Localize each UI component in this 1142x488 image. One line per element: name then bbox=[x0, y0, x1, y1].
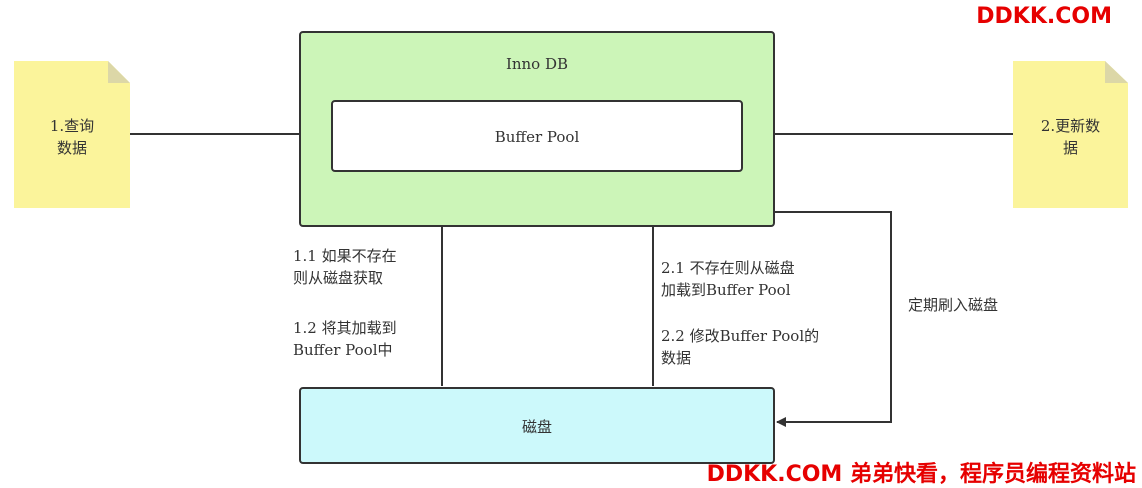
annotation-1-1: 1.1 如果不存在 则从磁盘获取 bbox=[293, 245, 397, 289]
annotation-1-1-line-2: 则从磁盘获取 bbox=[293, 269, 384, 287]
buffer-pool-title: Buffer Pool bbox=[494, 128, 580, 146]
annotation-1-2: 1.2 将其加载到 Buffer Pool中 bbox=[293, 317, 397, 361]
update-note-shape bbox=[1013, 61, 1128, 208]
update-note-line-1: 2.更新数 bbox=[1040, 117, 1101, 135]
innodb-title: Inno DB bbox=[505, 55, 569, 73]
update-note-line-2: 据 bbox=[1062, 139, 1078, 157]
query-note-line-1: 1.查询 bbox=[49, 117, 95, 135]
annotation-flush: 定期刷入磁盘 bbox=[908, 296, 999, 314]
annotation-2-1-line-1: 2.1 不存在则从磁盘 bbox=[661, 259, 795, 277]
annotation-2-1: 2.1 不存在则从磁盘 加载到Buffer Pool bbox=[661, 257, 795, 301]
annotation-2-1-line-2: 加载到Buffer Pool bbox=[661, 281, 791, 299]
watermark-top: DDKK.COM bbox=[976, 4, 1112, 29]
annotation-1-2-line-2: Buffer Pool中 bbox=[293, 341, 393, 359]
query-note-label: 1.查询 数据 bbox=[14, 115, 130, 159]
annotation-2-2: 2.2 修改Buffer Pool的 数据 bbox=[661, 325, 819, 369]
disk-box: 磁盘 bbox=[299, 387, 775, 464]
query-note-shape bbox=[14, 61, 130, 208]
query-note-line-2: 数据 bbox=[56, 139, 87, 157]
annotation-2-2-line-2: 数据 bbox=[661, 349, 692, 367]
buffer-pool-box: Buffer Pool bbox=[331, 100, 743, 172]
annotation-1-2-line-1: 1.2 将其加载到 bbox=[293, 319, 397, 337]
annotation-1-1-line-1: 1.1 如果不存在 bbox=[293, 247, 397, 265]
watermark-bottom: DDKK.COM 弟弟快看，程序员编程资料站 bbox=[706, 462, 1136, 487]
disk-title: 磁盘 bbox=[521, 418, 552, 436]
annotation-2-2-line-1: 2.2 修改Buffer Pool的 bbox=[661, 327, 820, 345]
update-note-label: 2.更新数 据 bbox=[1013, 115, 1128, 159]
